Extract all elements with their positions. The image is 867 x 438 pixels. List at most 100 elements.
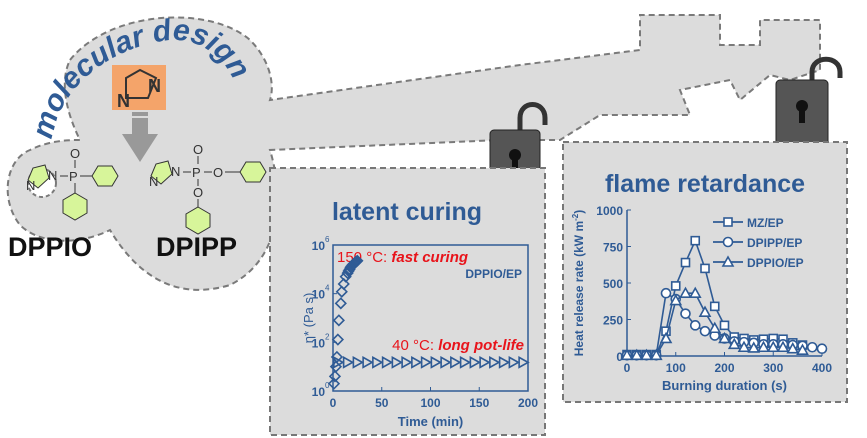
svg-text:N: N xyxy=(171,164,180,179)
y-axis-label-text: Heat release rate (kW m xyxy=(572,221,586,356)
x-tick-label: 200 xyxy=(518,396,538,410)
y-tick-exponent: 6 xyxy=(325,235,330,244)
annotation-text: fast curing xyxy=(391,249,468,266)
data-point xyxy=(699,325,711,337)
data-point xyxy=(708,321,722,334)
data-point xyxy=(337,277,350,291)
y-axis-label: η* (Pa s) xyxy=(301,293,316,344)
data-point xyxy=(747,341,761,353)
annotation-temp: 40 °C: xyxy=(392,337,438,354)
svg-text:O: O xyxy=(213,165,223,180)
data-point xyxy=(411,356,423,369)
annotation-long-pot-life: 40 °C: long pot-life xyxy=(392,337,524,354)
data-point xyxy=(440,356,452,369)
data-point xyxy=(688,286,702,299)
svg-text:N: N xyxy=(48,168,57,183)
data-point xyxy=(670,281,681,291)
data-point xyxy=(709,301,720,312)
data-point xyxy=(679,286,692,299)
svg-text:O: O xyxy=(193,185,203,200)
data-point xyxy=(335,285,348,298)
y-tick-label: 10 xyxy=(312,288,326,302)
legend-marker xyxy=(722,236,734,248)
legend-label: DPIPP/EP xyxy=(747,236,802,250)
svg-text:N: N xyxy=(26,178,35,193)
data-point xyxy=(757,340,770,353)
data-point xyxy=(420,356,433,369)
data-point xyxy=(430,356,443,369)
data-point xyxy=(718,331,731,344)
data-point xyxy=(766,340,780,353)
dppio-label: DPPIO xyxy=(8,232,92,262)
y-tick-label: 0 xyxy=(616,350,623,364)
data-point xyxy=(342,356,355,369)
data-point xyxy=(690,235,701,246)
y-tick-label: 10 xyxy=(312,239,326,253)
y-tick-label: 500 xyxy=(603,277,623,291)
legend-label: MZ/EP xyxy=(747,216,784,230)
x-tick-label: 100 xyxy=(666,361,686,375)
data-point xyxy=(334,297,347,310)
data-point xyxy=(351,254,364,267)
data-point xyxy=(680,308,691,319)
data-point xyxy=(498,356,511,369)
y-axis-label: Heat release rate (kW m-2) xyxy=(571,210,586,357)
data-point xyxy=(776,340,790,353)
data-point xyxy=(669,293,683,306)
x-tick-label: 100 xyxy=(420,396,440,410)
latent-curing-title: latent curing xyxy=(332,198,482,226)
data-point xyxy=(330,350,344,364)
data-point xyxy=(698,305,712,318)
data-point xyxy=(469,356,482,369)
data-point xyxy=(332,314,345,327)
x-tick-label: 0 xyxy=(330,396,337,410)
data-point xyxy=(327,377,341,390)
data-point xyxy=(489,356,501,369)
data-point xyxy=(649,348,663,361)
svg-text:N: N xyxy=(149,174,158,189)
legend-marker xyxy=(723,217,733,227)
y-tick-label: 250 xyxy=(603,314,623,328)
svg-text:P: P xyxy=(192,165,201,180)
dppio-structure: N N P O xyxy=(26,146,119,221)
data-point xyxy=(328,370,342,383)
annotation-text: long pot-life xyxy=(438,337,524,354)
annotation-temp: 150 °C: xyxy=(337,249,391,266)
y-tick-exponent: 2 xyxy=(325,332,330,341)
y-tick-label: 10 xyxy=(312,336,326,350)
y-axis-label-end: ) xyxy=(572,210,586,214)
data-point xyxy=(727,337,741,350)
y-tick-label: 1000 xyxy=(596,204,623,218)
data-point xyxy=(796,343,809,355)
legend-label: DPPIO/EP xyxy=(747,256,804,270)
data-point xyxy=(381,356,394,369)
svg-text:O: O xyxy=(193,142,203,157)
data-point xyxy=(816,343,828,355)
x-tick-label: 400 xyxy=(812,361,832,375)
x-tick-label: 0 xyxy=(624,361,631,375)
data-point xyxy=(450,356,462,369)
data-point xyxy=(630,348,644,361)
data-point xyxy=(806,341,818,353)
x-tick-label: 150 xyxy=(469,396,489,410)
svg-text:N: N xyxy=(148,76,161,96)
data-point xyxy=(659,331,673,344)
data-point xyxy=(660,287,672,299)
data-point xyxy=(689,320,701,331)
x-tick-label: 300 xyxy=(763,361,783,375)
data-point xyxy=(331,333,345,346)
y-tick-exponent: 0 xyxy=(325,381,330,390)
svg-text:N: N xyxy=(117,91,130,111)
data-point xyxy=(372,356,384,369)
data-point xyxy=(401,356,413,369)
y-tick-label: 10 xyxy=(312,385,326,399)
data-point xyxy=(620,348,634,361)
data-point xyxy=(362,356,374,369)
x-tick-label: 50 xyxy=(375,396,389,410)
y-tick-label: 750 xyxy=(603,241,623,255)
x-tick-label: 200 xyxy=(714,361,734,375)
key-shape xyxy=(6,14,821,291)
